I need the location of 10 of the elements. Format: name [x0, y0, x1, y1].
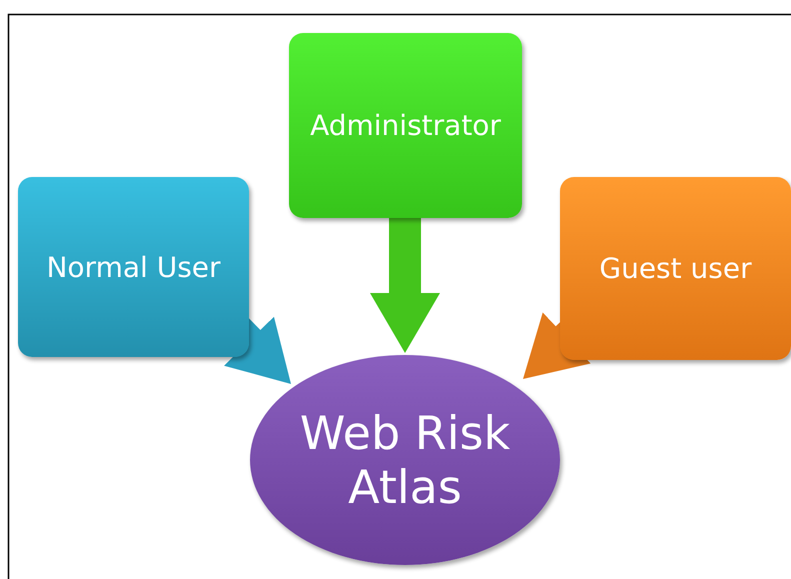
node-label: Web Risk Atlas — [298, 406, 512, 514]
block-arrow — [224, 316, 291, 384]
node-label: Normal User — [45, 250, 222, 284]
block-arrow — [370, 218, 440, 353]
role-box — [18, 177, 249, 357]
block-arrow — [523, 312, 591, 379]
node-label: Guest user — [598, 252, 753, 285]
node-label: Administrator — [309, 109, 502, 142]
role-box — [289, 33, 522, 218]
role-box — [560, 177, 791, 360]
